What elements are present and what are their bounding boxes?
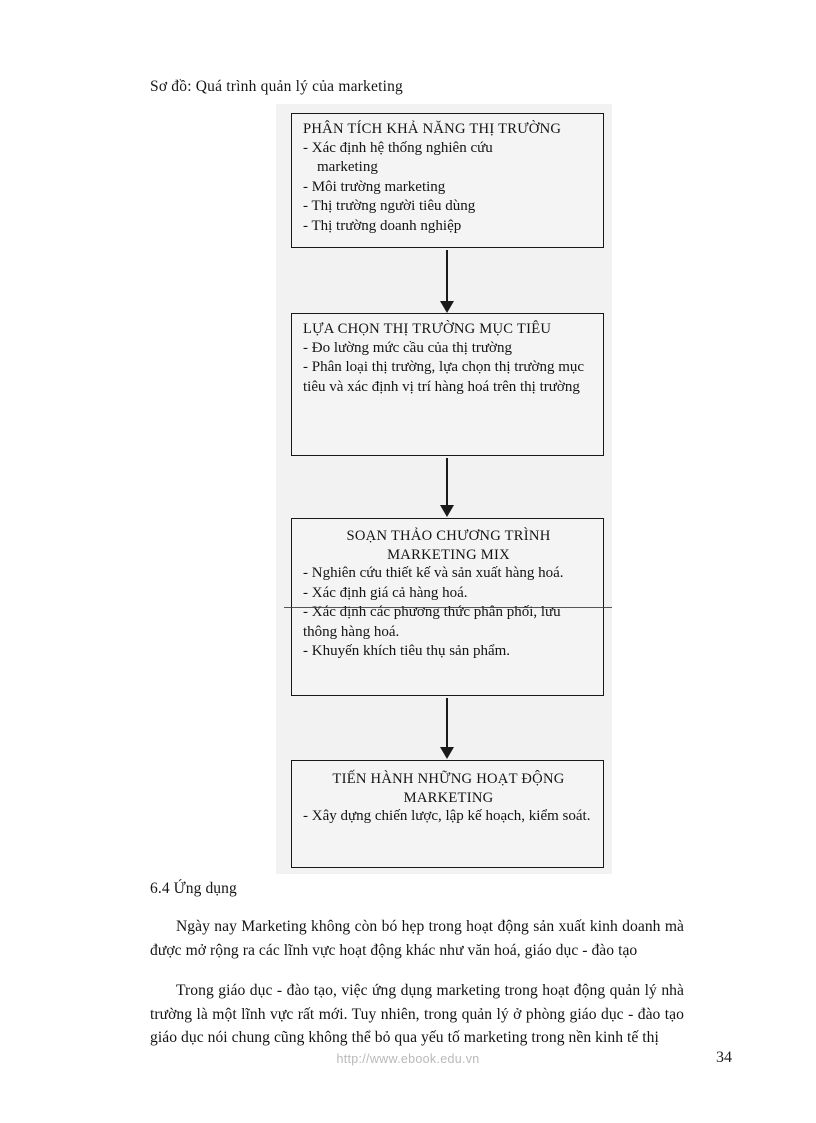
figure-caption: Sơ đồ: Quá trình quản lý của marketing xyxy=(150,78,403,95)
section-heading: 6.4 Ứng dụng xyxy=(150,880,237,897)
page-number: 34 xyxy=(716,1049,732,1066)
flow-box-3-line-1: - Nghiên cứu thiết kế và sản xuất hàng h… xyxy=(303,565,564,582)
flow-box-1-line-3: - Môi trường marketing xyxy=(303,178,446,195)
down-arrow-icon-2 xyxy=(440,458,454,517)
flow-box-2-line-2: - Phân loại thị trường, lựa chọn thị trư… xyxy=(303,359,585,395)
scan-artifact-rule xyxy=(284,607,612,608)
flow-box-4-title: TIẾN HÀNH NHỮNG HOẠT ĐỘNG xyxy=(332,771,565,787)
flow-box-3-line-2: - Xác định giá cả hàng hoá. xyxy=(303,584,468,601)
flow-box-3-line-3: - Xác định các phương thức phân phối, lư… xyxy=(303,604,561,640)
flow-box-1-line-1: - Xác định hệ thống nghiên cứu xyxy=(303,139,493,156)
flow-box-1-line-5: - Thị trường doanh nghiệp xyxy=(303,217,462,234)
marketing-process-flowchart: PHÂN TÍCH KHẢ NĂNG THỊ TRƯỜNG - Xác định… xyxy=(276,104,612,874)
flow-box-3-line-4: - Khuyến khích tiêu thụ sản phẩm. xyxy=(303,643,511,660)
page-footer: http://www.ebook.edu.vn 34 xyxy=(0,1049,816,1082)
footer-url: http://www.ebook.edu.vn xyxy=(336,1052,480,1066)
flow-box-4-subtitle: MARKETING xyxy=(403,789,494,806)
body-text-block: 6.4 Ứng dụng Ngày nay Marketing không cò… xyxy=(150,880,684,1066)
flow-box-market-analysis: PHÂN TÍCH KHẢ NĂNG THỊ TRƯỜNG - Xác định… xyxy=(291,113,604,248)
flow-box-3-title: SOẠN THẢO CHƯƠNG TRÌNH xyxy=(346,528,551,544)
paragraph-1: Ngày nay Marketing không còn bó hẹp tron… xyxy=(150,918,684,959)
flow-box-1-title: PHÂN TÍCH KHẢ NĂNG THỊ TRƯỜNG xyxy=(303,121,562,137)
flow-box-2-line-1: - Đo lường mức cầu của thị trường xyxy=(303,339,512,356)
flow-box-3-subtitle: MARKETING MIX xyxy=(387,546,510,563)
flow-box-1-line-2: marketing xyxy=(317,159,378,176)
flow-box-1-line-4: - Thị trường người tiêu dùng xyxy=(303,198,476,215)
flow-box-target-market-selection: LỰA CHỌN THỊ TRƯỜNG MỤC TIÊU - Đo lường … xyxy=(291,313,604,456)
down-arrow-icon-3 xyxy=(440,698,454,759)
paragraph-2: Trong giáo dục - đào tạo, việc ứng dụng … xyxy=(150,981,684,1047)
flow-box-4-line-1: - Xây dựng chiến lược, lập kế hoạch, kiể… xyxy=(303,808,591,825)
down-arrow-icon-1 xyxy=(440,250,454,313)
flow-box-2-title: LỰA CHỌN THỊ TRƯỜNG MỤC TIÊU xyxy=(303,321,552,337)
flow-box-marketing-execution: TIẾN HÀNH NHỮNG HOẠT ĐỘNG MARKETING - Xâ… xyxy=(291,760,604,868)
